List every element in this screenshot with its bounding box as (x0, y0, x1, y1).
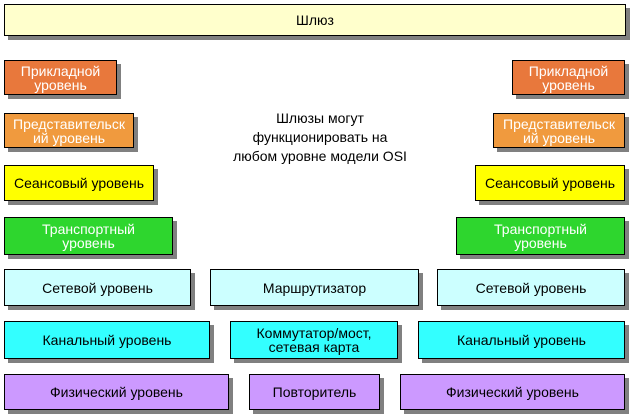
switch-box: Коммутатор/мост, сетевая карта (230, 321, 398, 359)
left-session-label: Сеансовый уровень (13, 175, 145, 191)
left-datalink-layer: Канальный уровень (4, 321, 210, 359)
left-network-layer: Сетевой уровень (4, 269, 191, 306)
gateway-note: Шлюзы могут функционировать на любом уро… (233, 110, 407, 164)
left-application-layer: Прикладной уровень (4, 60, 117, 95)
left-transport-label: Транспортный уровень (42, 221, 135, 251)
switch-label: Коммутатор/мост, сетевая карта (256, 325, 372, 355)
left-session-layer: Сеансовый уровень (4, 165, 154, 201)
right-application-label: Прикладной уровень (528, 62, 609, 93)
right-application-layer: Прикладной уровень (512, 60, 625, 95)
right-datalink-layer: Канальный уровень (418, 321, 625, 359)
right-physical-label: Физический уровень (446, 384, 579, 400)
right-session-layer: Сеансовый уровень (475, 165, 625, 201)
right-session-label: Сеансовый уровень (484, 175, 616, 191)
left-physical-layer: Физический уровень (4, 374, 229, 410)
left-presentation-label: Представительск ий уровень (13, 115, 125, 146)
gateway-box: Шлюз (4, 4, 626, 36)
right-presentation-layer: Представительск ий уровень (493, 113, 625, 148)
left-physical-label: Физический уровень (50, 384, 183, 400)
left-transport-layer: Транспортный уровень (4, 217, 173, 255)
right-datalink-label: Канальный уровень (457, 332, 586, 348)
right-transport-layer: Транспортный уровень (456, 217, 625, 255)
repeater-box: Повторитель (249, 374, 380, 410)
router-box: Маршрутизатор (210, 269, 419, 306)
right-network-label: Сетевой уровень (475, 279, 587, 296)
router-label: Маршрутизатор (262, 279, 367, 296)
left-network-label: Сетевой уровень (42, 279, 153, 296)
right-physical-layer: Физический уровень (400, 374, 625, 410)
left-datalink-label: Канальный уровень (42, 332, 172, 348)
gateway-label: Шлюз (296, 12, 334, 28)
left-application-label: Прикладной уровень (20, 62, 101, 93)
right-network-layer: Сетевой уровень (437, 269, 625, 306)
right-transport-label: Транспортный уровень (494, 221, 587, 251)
repeater-label: Повторитель (272, 384, 357, 400)
left-presentation-layer: Представительск ий уровень (4, 113, 134, 148)
right-presentation-label: Представительск ий уровень (503, 115, 615, 146)
